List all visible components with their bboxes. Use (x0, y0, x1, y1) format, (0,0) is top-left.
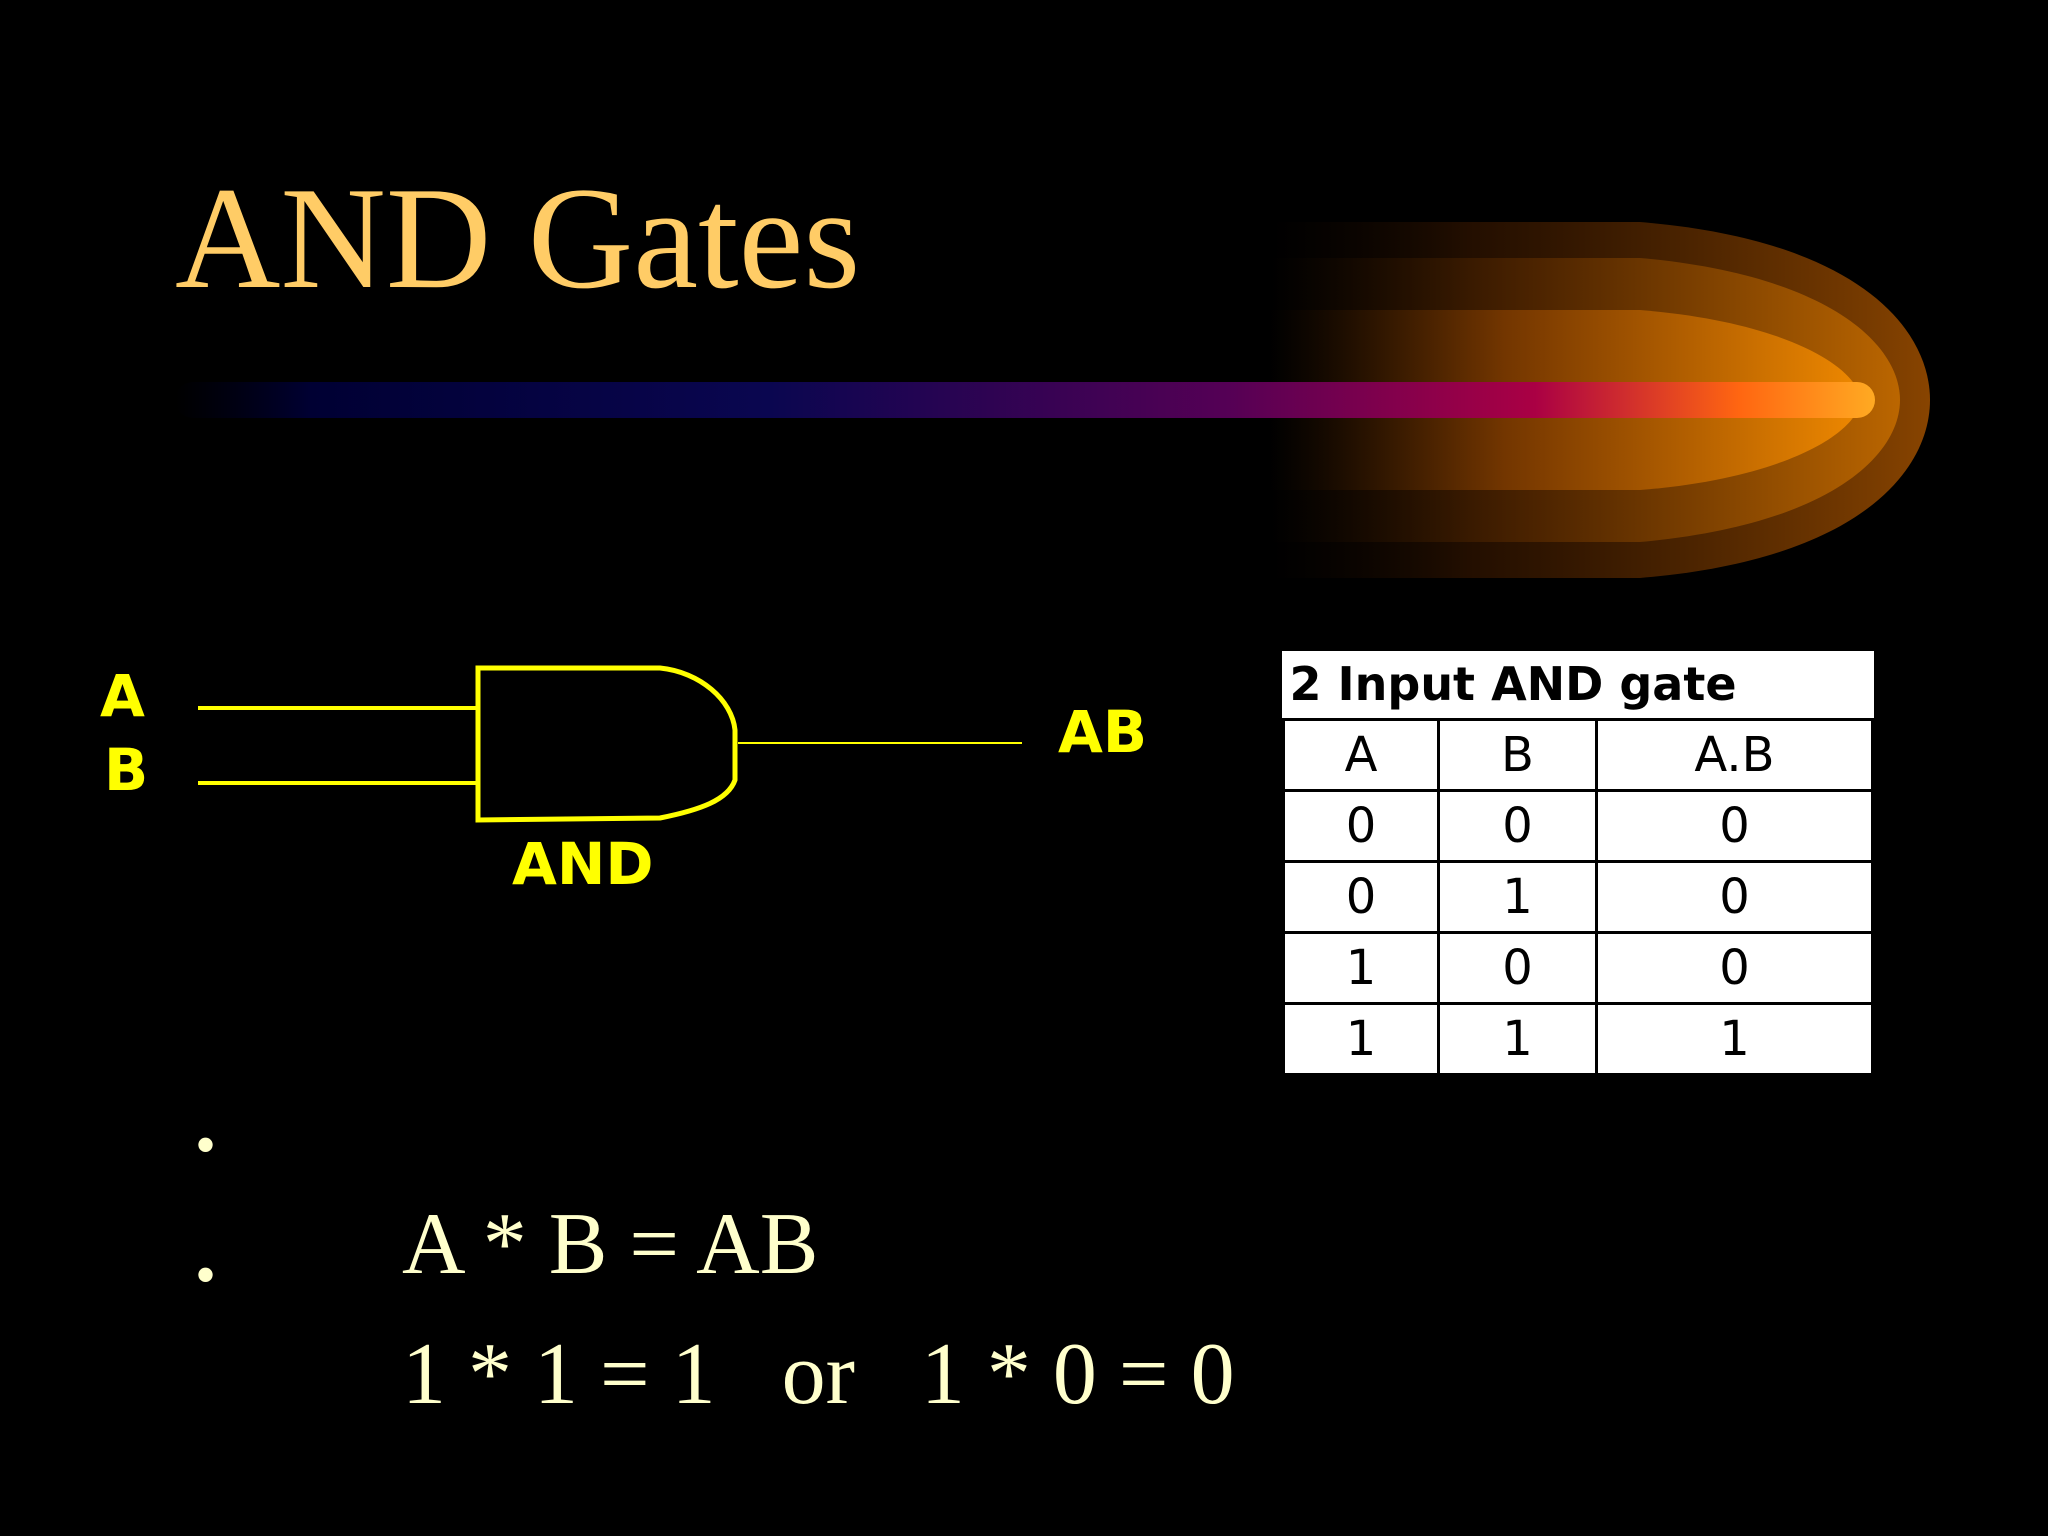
input-a-label: A (100, 662, 145, 730)
bullet-item: • A * B = AB (195, 1095, 1235, 1293)
bullet-text: 1 * 1 = 1 or 1 * 0 = 0 (402, 1326, 1235, 1423)
table-row: 1 0 0 (1282, 930, 1874, 1005)
table-cell: 1 (1437, 859, 1598, 934)
and-gate-symbol (475, 665, 738, 823)
table-cell: 0 (1595, 788, 1874, 863)
table-row: 1 1 1 (1282, 1001, 1874, 1077)
table-cell: 0 (1595, 859, 1874, 934)
bullet-dot-icon: • (195, 1242, 217, 1308)
table-cell: 0 (1437, 788, 1598, 863)
table-cell: 0 (1282, 859, 1440, 934)
table-row: 0 1 0 (1282, 859, 1874, 934)
output-label: AB (1058, 698, 1147, 766)
table-cell: 1 (1595, 1001, 1874, 1077)
table-row: 0 0 0 (1282, 788, 1874, 863)
input-b-label: B (104, 736, 148, 804)
column-header-a: A (1282, 717, 1440, 792)
table-cell: 0 (1282, 788, 1440, 863)
table-cell: 0 (1595, 930, 1874, 1005)
column-header-b: B (1437, 717, 1598, 792)
table-caption: 2 Input AND gate (1283, 651, 1873, 721)
bullet-item: • 1 * 1 = 1 or 1 * 0 = 0 (195, 1225, 1235, 1423)
table-caption-row: 2 Input AND gate (1283, 651, 1873, 721)
bullet-list: • A * B = AB • 1 * 1 = 1 or 1 * 0 = 0 (195, 1095, 1235, 1423)
truth-table: 2 Input AND gate A B A.B 0 0 0 0 1 0 1 0… (1282, 651, 1874, 1077)
page-title: AND Gates (175, 157, 861, 319)
gate-label: AND (512, 830, 654, 898)
bullet-text: A * B = AB (402, 1196, 819, 1293)
table-cell: 1 (1282, 1001, 1440, 1077)
table-cell: 0 (1437, 930, 1598, 1005)
table-cell: 1 (1437, 1001, 1598, 1077)
table-header-row: A B A.B (1282, 717, 1874, 792)
column-header-ab: A.B (1595, 717, 1874, 792)
bullet-dot-icon: • (195, 1112, 217, 1178)
table-cell: 1 (1282, 930, 1440, 1005)
